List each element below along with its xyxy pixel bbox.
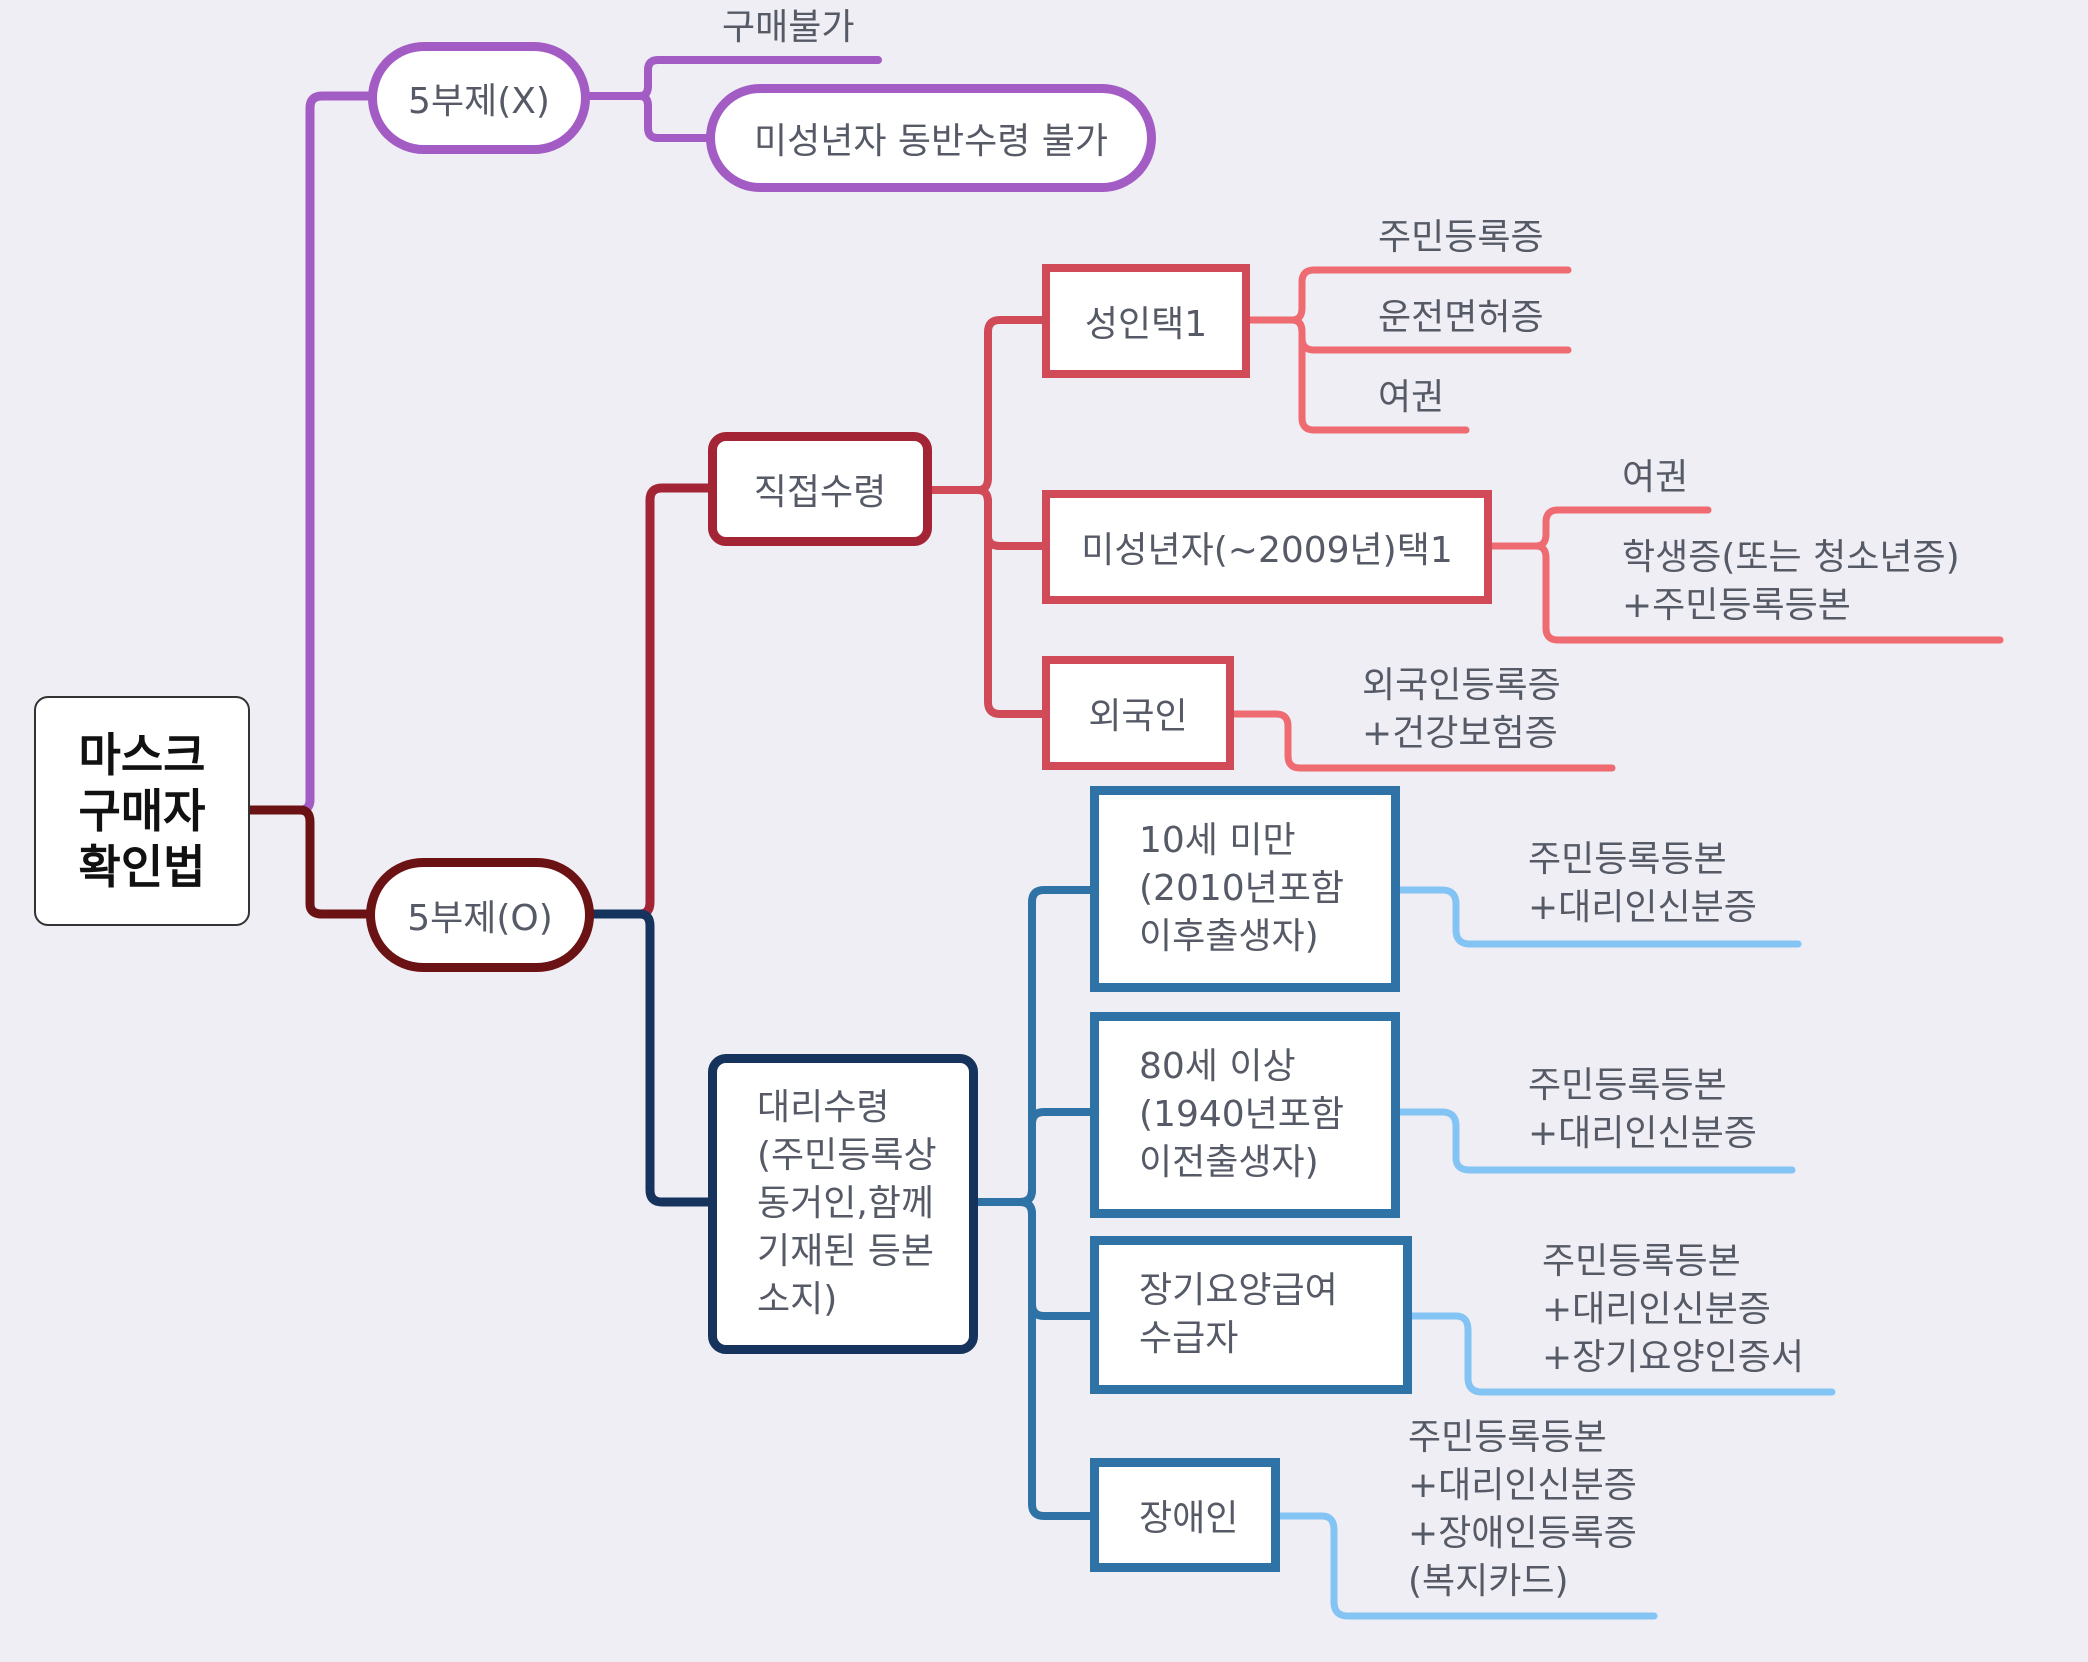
node-minor-label: 미성년자(~2009년)택1 (1081, 530, 1453, 571)
node-disabled[interactable]: 장애인 (1090, 1458, 1280, 1572)
leaf-under-10-docs: 주민등록등본 +대리인신분증 (1528, 839, 1757, 928)
node-adult-label: 성인택1 (1084, 304, 1208, 345)
branch-5bujae-o[interactable]: 5부제(O) (366, 858, 594, 972)
node-long-term-care-label: 장기요양급여 수급자 (1139, 1270, 1338, 1359)
edge-direct-foreigner (928, 486, 1046, 718)
edge-under10-docs (1396, 886, 1802, 948)
edge-o-direct (589, 483, 713, 919)
branch-5bujae-x[interactable]: 5부제(X) (368, 42, 590, 154)
node-foreigner[interactable]: 외국인 (1042, 656, 1234, 770)
edge-root-x (245, 91, 373, 815)
leaf-student-card: 학생증(또는 청소년증) +주민등록등본 (1622, 537, 1960, 626)
node-minor[interactable]: 미성년자(~2009년)택1 (1042, 490, 1492, 604)
leaf-disabled-docs: 주민등록등본 +대리인신분증 +장애인등록증 (복지카드) (1408, 1417, 1637, 1602)
node-proxy-pickup-label: 대리수령 (주민등록상 동거인,함께 기재된 등본 소지) (757, 1087, 937, 1320)
node-under-10[interactable]: 10세 미만 (2010년포함 이후출생자) (1090, 786, 1400, 992)
edge-disabled-docs (1276, 1512, 1658, 1620)
edge-proxy-disabled (974, 1198, 1094, 1520)
edge-adult-passport (1246, 316, 1470, 434)
root-node[interactable]: 마스크 구매자 확인법 (34, 696, 250, 926)
leaf-minor-passport: 여권 (1622, 457, 1689, 498)
edge-minor-student (1488, 542, 2004, 644)
node-long-term-care[interactable]: 장기요양급여 수급자 (1090, 1236, 1412, 1394)
leaf-no-purchase: 구매불가 (722, 7, 855, 48)
leaf-passport: 여권 (1378, 377, 1445, 418)
node-adult[interactable]: 성인택1 (1042, 264, 1250, 378)
root-label: 마스크 구매자 확인법 (78, 728, 206, 894)
node-direct-pickup-label: 직접수령 (753, 472, 887, 513)
edge-o-proxy (589, 909, 713, 1207)
node-disabled-label: 장애인 (1139, 1498, 1239, 1539)
node-proxy-pickup[interactable]: 대리수령 (주민등록상 동거인,함께 기재된 등본 소지) (708, 1054, 978, 1354)
node-over-80[interactable]: 80세 이상 (1940년포함 이전출생자) (1090, 1012, 1400, 1218)
leaf-resident-card: 주민등록증 (1378, 217, 1544, 258)
node-over-80-label: 80세 이상 (1940년포함 이전출생자) (1139, 1046, 1345, 1183)
node-under-10-label: 10세 미만 (2010년포함 이후출생자) (1139, 820, 1345, 957)
edge-root-o (245, 805, 371, 919)
node-minor-accompany-label: 미성년자 동반수령 불가 (753, 121, 1109, 162)
edge-ltc-docs (1408, 1312, 1836, 1396)
leaf-long-term-care-docs: 주민등록등본 +대리인신분증 +장기요양인증서 (1542, 1241, 1805, 1378)
node-foreigner-label: 외국인 (1088, 696, 1188, 737)
leaf-over-80-docs: 주민등록등본 +대리인신분증 (1528, 1065, 1757, 1154)
edge-x-minor (586, 92, 710, 142)
edge-foreigner-docs (1230, 710, 1616, 772)
edge-proxy-over80 (974, 1108, 1094, 1206)
node-minor-accompany[interactable]: 미성년자 동반수령 불가 (706, 84, 1156, 192)
node-direct-pickup[interactable]: 직접수령 (708, 432, 932, 546)
leaf-foreigner-docs: 외국인등록증 +건강보험증 (1362, 665, 1561, 754)
edge-over80-docs (1396, 1108, 1796, 1174)
leaf-drivers-license: 운전면허증 (1378, 297, 1544, 338)
branch-5bujae-x-label: 5부제(X) (408, 81, 550, 122)
edge-direct-adult (928, 316, 1046, 494)
branch-5bujae-o-label: 5부제(O) (407, 898, 553, 939)
